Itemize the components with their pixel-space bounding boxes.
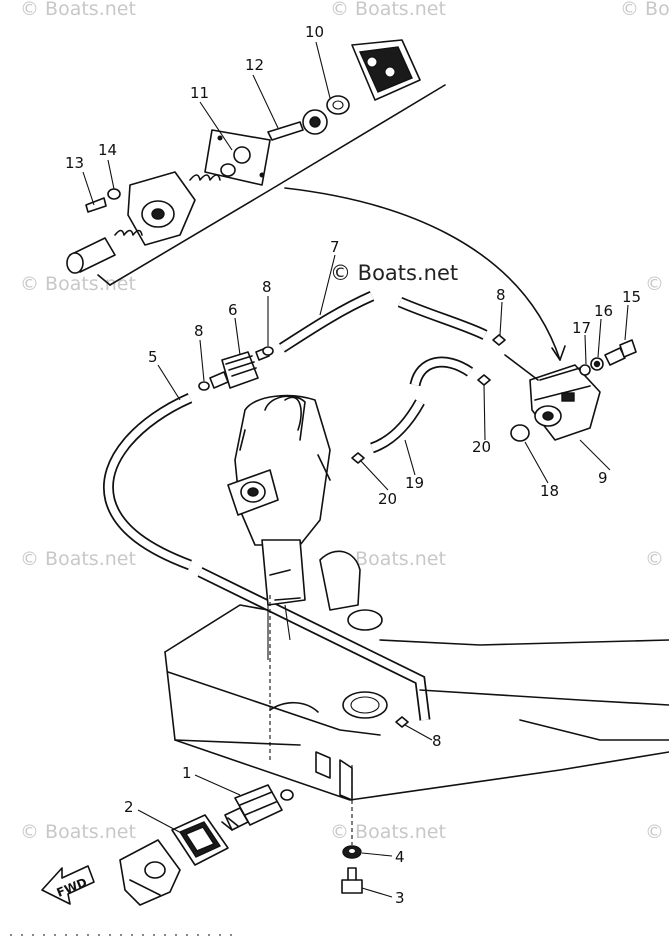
part-number: 19	[405, 474, 424, 492]
frame-corner	[97, 274, 111, 286]
pump-spring-upper	[189, 163, 236, 181]
pump-screw-left	[85, 188, 121, 213]
part-number: 9	[598, 469, 608, 487]
leader-lines	[82, 41, 629, 898]
part-number: 16	[594, 302, 613, 320]
watermark: © Boats.net	[20, 821, 136, 843]
pump-hardware	[579, 339, 637, 376]
arrow-head	[551, 345, 566, 361]
bottom-cowling	[164, 604, 669, 801]
part-number: 20	[472, 438, 491, 456]
washer-nut	[342, 845, 362, 859]
watermark: © Boats.net	[330, 0, 446, 20]
fuel-hoses	[103, 290, 488, 721]
pump-plate	[204, 129, 271, 186]
part-number: 8	[262, 278, 272, 296]
part-number: 3	[395, 889, 405, 907]
part-number: 20	[378, 490, 397, 508]
part-number: 8	[432, 732, 442, 750]
part-number: 1	[182, 764, 192, 782]
pump-body	[127, 171, 196, 246]
watermark: © Boats.net	[645, 273, 669, 295]
watermark: © Boats.net	[20, 0, 136, 20]
frame-line	[109, 84, 446, 286]
pump-cover-top	[351, 39, 421, 101]
pump-screw-diaphragm	[267, 109, 328, 141]
part-number: 13	[65, 154, 84, 172]
hose-clips	[198, 334, 506, 728]
fuel-connector	[221, 784, 294, 831]
watermark: © Boats.net	[20, 273, 136, 295]
watermark: © Boats.net	[20, 548, 136, 570]
watermark: © Boats.net	[330, 821, 446, 843]
part-number: 8	[194, 322, 204, 340]
frame-leader-arrow	[284, 187, 561, 361]
watermark: © Boats.net	[620, 0, 669, 20]
watermark: © Boats.net	[645, 548, 669, 570]
hose-lower	[197, 567, 431, 721]
pump-plunger	[66, 237, 116, 274]
fuel-pump-assembly	[504, 354, 601, 441]
pump-spring-lower	[114, 229, 143, 236]
part-number: 11	[190, 84, 209, 102]
part-labels: 10 12 11 13 14 7 6 8 8 5 8 17 16 15 20 9…	[65, 23, 641, 907]
pump-exploded-frame	[97, 84, 566, 361]
part-number: 12	[245, 56, 264, 74]
connector-bracket	[119, 839, 181, 906]
part-number: 2	[124, 798, 134, 816]
bolt	[341, 867, 363, 894]
pump-oring-18	[510, 424, 530, 442]
part-number: 5	[148, 348, 158, 366]
carburetor	[227, 394, 383, 631]
fwd-arrow: FWD	[41, 865, 95, 905]
part-number: 6	[228, 301, 238, 319]
part-number: 4	[395, 848, 405, 866]
connector-gasket	[171, 814, 229, 866]
part-number: 8	[496, 286, 506, 304]
part-number: 17	[572, 319, 591, 337]
watermark-layer: © Boats.net © Boats.net © Boats.net © Bo…	[20, 0, 669, 843]
watermark: © Boats.net	[645, 821, 669, 843]
center-watermark: © Boats.net	[330, 261, 458, 285]
part-number: 14	[98, 141, 117, 159]
part-number: 10	[305, 23, 324, 41]
pump-gasket	[326, 95, 350, 115]
part-number: 18	[540, 482, 559, 500]
part-number: 7	[330, 238, 340, 256]
part-number: 15	[622, 288, 641, 306]
